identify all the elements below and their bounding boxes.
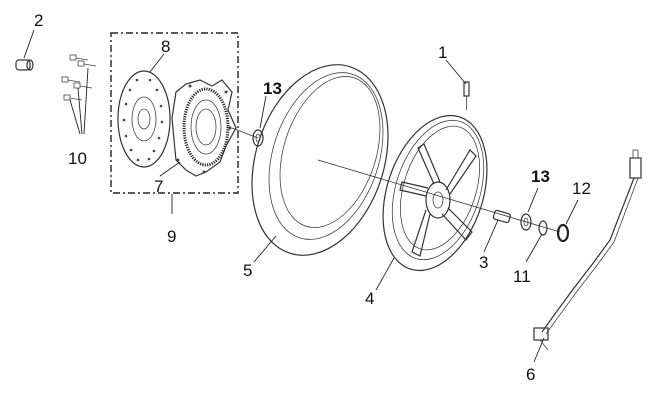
label-10: 10 [68,149,87,168]
leader-lines [23,29,579,363]
label-13-right: 13 [531,167,550,186]
axle-centerline-left [231,127,259,139]
label-8: 8 [161,37,170,56]
label-11: 11 [513,267,531,286]
part-10-bolts [61,54,97,101]
label-5: 5 [243,261,252,280]
part-4-wheel-rim [382,114,488,272]
part-1-valve [463,81,470,110]
part-6-speed-sensor [533,149,642,351]
brake-assembly-group-box [110,32,239,194]
part-12-oring [556,223,570,243]
part-3-sleeve [492,209,511,224]
part-5-tire [251,64,389,256]
label-13-left: 13 [263,79,282,98]
label-1: 1 [438,43,447,62]
label-3: 3 [479,253,488,272]
label-6: 6 [526,365,535,384]
label-7: 7 [154,177,163,196]
part-7-abs-ring [171,79,237,177]
label-9: 9 [167,227,176,246]
label-4: 4 [365,289,374,308]
part-13-right-spacer [520,213,532,231]
label-12: 12 [572,179,591,198]
part-8-brake-disc [117,70,171,168]
part-11-washer [538,220,548,236]
label-2: 2 [34,11,43,30]
part-2-bushing [15,59,34,71]
axle-centerline [317,159,561,233]
